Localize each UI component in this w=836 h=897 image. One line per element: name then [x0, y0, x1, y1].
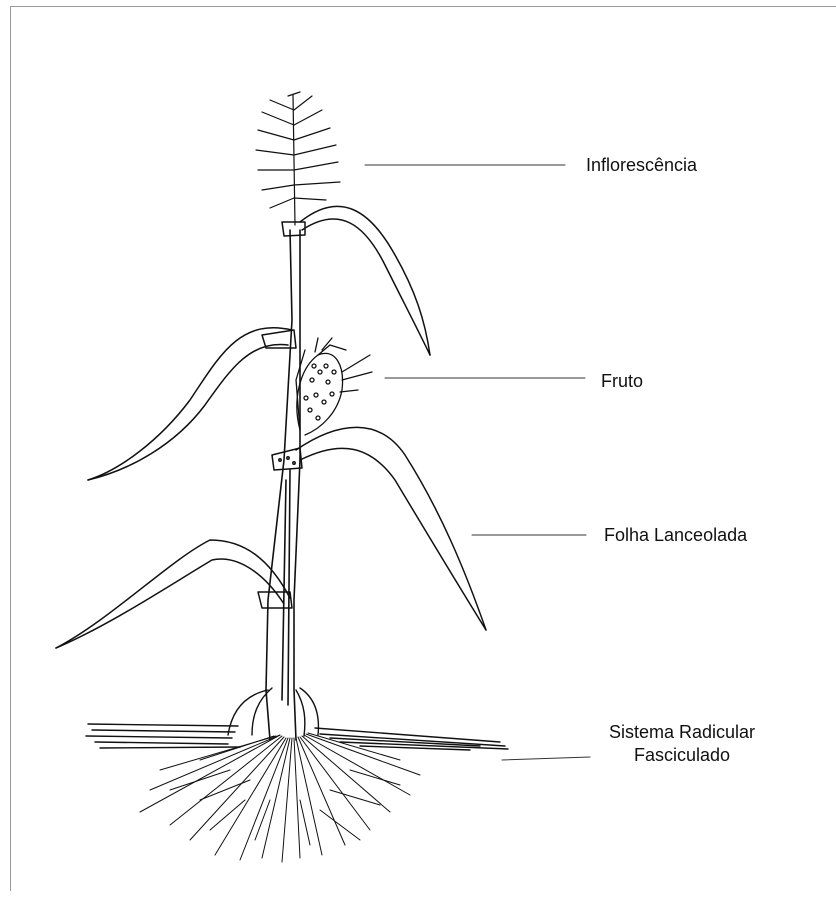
- root-system: [140, 733, 420, 862]
- label-sistema-radicular: Sistema Radicular Fasciculado: [592, 721, 772, 767]
- label-folha-lanceolada: Folha Lanceolada: [604, 523, 747, 547]
- leaf-lower-left: [56, 540, 292, 648]
- leaf-upper-left: [88, 328, 296, 480]
- leader-lines: [365, 165, 590, 760]
- tassel: [256, 92, 340, 225]
- label-inflorescencia: Inflorescência: [586, 153, 697, 177]
- ground-line: [86, 724, 508, 750]
- stalk: [266, 230, 300, 740]
- prop-roots: [228, 688, 318, 736]
- leaf-middle-right: [272, 427, 486, 630]
- leader-line-sistema: [502, 757, 590, 760]
- leaf-top: [282, 206, 430, 355]
- ear-of-corn: [296, 338, 372, 435]
- label-sistema-line1: Sistema Radicular: [592, 721, 772, 744]
- label-sistema-line2: Fasciculado: [592, 744, 772, 767]
- label-fruto: Fruto: [601, 369, 643, 393]
